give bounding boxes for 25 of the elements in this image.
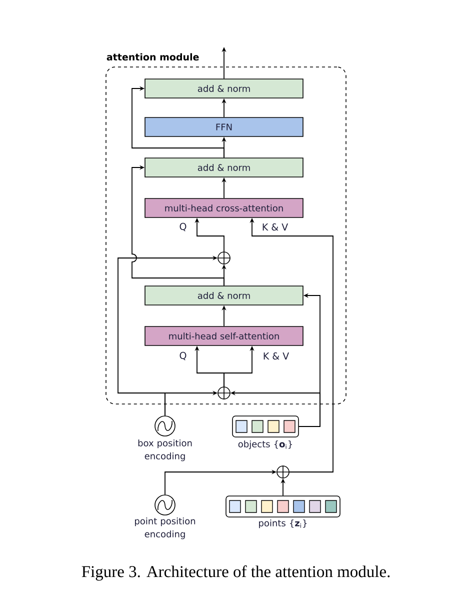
symbol-caption: objects {o$_{i}$} [238, 440, 292, 450]
sine-symbol [154, 416, 176, 436]
symbol-caption: point position encoding [135, 517, 196, 540]
edge-label: K & V [260, 222, 290, 232]
edge-label: K & V [262, 351, 290, 361]
process-box: multi-head cross-attention [144, 198, 304, 218]
arrow [132, 86, 224, 158]
module-heading: attention module [106, 53, 199, 61]
process-box: add & norm [144, 78, 304, 98]
figure-caption: Figure 3. Architecture of the attention module. [82, 565, 390, 581]
edge-label: Q [178, 222, 188, 232]
arrow [132, 165, 224, 286]
symbol-caption: points {z$_{i}$} [259, 519, 307, 528]
sum-symbol [217, 251, 231, 265]
process-box: multi-head self-attention [144, 326, 304, 346]
process-box: add & norm [144, 158, 304, 178]
sum-symbol [276, 465, 290, 479]
symbol-caption: box position encoding [138, 439, 192, 462]
token-strip [226, 496, 340, 518]
process-box: add & norm [144, 286, 304, 306]
edge-label: Q [178, 350, 188, 362]
sum-symbol [217, 386, 231, 400]
token-strip [232, 416, 299, 438]
process-box: FFN [144, 117, 304, 137]
sine-symbol [154, 494, 176, 516]
